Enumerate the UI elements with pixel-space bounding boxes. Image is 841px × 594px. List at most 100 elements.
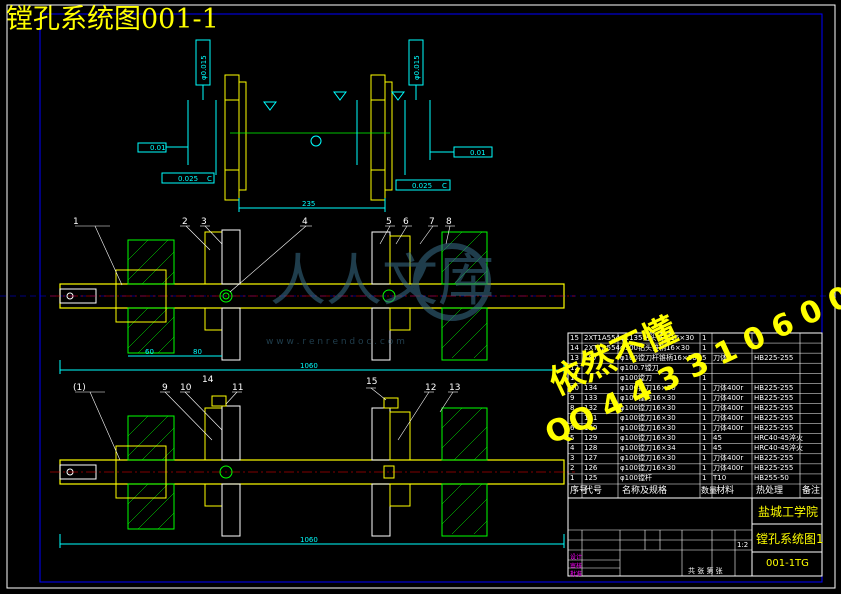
upper-label-5: 5	[386, 217, 392, 227]
bom-cell: φ100镗刀16×30	[620, 383, 676, 392]
bom-header-qty: 数量	[701, 486, 717, 495]
bom-cell: HB255-50	[754, 474, 789, 483]
bom-cell: 1	[702, 444, 707, 453]
bom-cell: φ100镗刀16×30	[620, 403, 676, 412]
label-check: 审核	[570, 563, 583, 570]
upper-dim-80: 80	[193, 348, 202, 356]
inner-frame	[39, 13, 823, 583]
lower-label-9: 9	[162, 383, 168, 393]
top-detail-view: φ0.015 φ0.015 0.01 0.025 C 0.01	[137, 39, 493, 212]
tol-c-right-text: 0.025	[412, 182, 432, 190]
bom-cell: HB225-255	[754, 454, 794, 463]
bom-cell: 45	[713, 434, 722, 443]
bom-cell: 133	[584, 393, 598, 402]
upper-label-4: 4	[302, 217, 308, 227]
upper-label-3: 3	[201, 217, 207, 227]
label-sheets: 共 张 第 张	[688, 567, 723, 575]
bom-cell: 130	[584, 424, 598, 433]
bom-cell: 刀体400r	[713, 454, 744, 463]
bom-header-note: 备注	[802, 486, 821, 496]
bom-cell: 1	[702, 464, 707, 473]
bom-cell: 刀体400r	[713, 383, 744, 392]
bom-cell: 刀体	[713, 353, 727, 362]
outer-frame	[6, 4, 836, 589]
bom-cell: 刀体400r	[713, 424, 744, 433]
bom-cell: 14	[570, 343, 579, 352]
bom-cell: 45	[713, 444, 722, 453]
bom-table	[567, 332, 823, 499]
bom-cell: φ100镗刀16×30	[620, 454, 676, 463]
bom-header-code: 代号	[584, 486, 603, 496]
upper-label-8: 8	[446, 217, 452, 227]
label-approve: 批准	[570, 571, 583, 578]
bom-cell: 1	[702, 434, 707, 443]
bom-cell: HB225-255	[754, 464, 794, 473]
title-block	[567, 497, 823, 577]
tol-left-text: 0.01	[150, 144, 166, 152]
bom-cell: 刀体400r	[713, 464, 744, 473]
bom-cell: 1	[702, 343, 707, 352]
bom-cell: 8	[570, 403, 575, 412]
bom-cell: φ100镗刀杆锥柄16×30	[620, 353, 697, 362]
bom-cell: 刀体400r	[713, 393, 744, 402]
bom-cell: φ100镗刀16×34	[620, 444, 676, 453]
bom-cell: 刀体400r	[713, 403, 744, 412]
upper-total-dim: 1060	[300, 362, 318, 370]
bom-cell: 2XT1A554	[584, 333, 621, 342]
bom-cell: 1	[702, 454, 707, 463]
bom-cell: φ100镗杆	[620, 474, 652, 483]
scale-value: 1:2	[737, 541, 749, 549]
lower-label-12: 12	[425, 383, 436, 393]
bom-cell: 1	[702, 414, 707, 423]
tol-right-text: 0.01	[470, 149, 486, 157]
watermark-site-text: 人人文库	[270, 249, 494, 314]
bom-cell: 7	[570, 414, 575, 423]
upper-main-view: 1 2 3 4 5 6 7 8 60 80 1060	[50, 217, 575, 374]
school-name: 盐城工学院	[758, 505, 819, 519]
bom-cell: 3	[570, 454, 575, 463]
bom-cell: 11	[570, 373, 579, 382]
bom-cell: φ100镗刀16×30	[620, 464, 676, 473]
upper-label-6: 6	[403, 217, 409, 227]
bom-cell: T10	[713, 474, 727, 483]
bom-cell: 2	[570, 464, 575, 473]
bom-cell: 128	[584, 444, 598, 453]
bom-cell: φ100镗刀16×30	[620, 393, 676, 402]
bom-cell: 13	[570, 353, 579, 362]
datum-right-text: C	[442, 182, 447, 190]
bom-cell: φ100镗刀16×30	[620, 434, 676, 443]
bom-cell: 125	[584, 474, 598, 483]
bom-header-name: 名称及规格	[622, 486, 668, 496]
lower-label-15: 15	[366, 377, 377, 387]
bom-cell: 12	[570, 363, 579, 372]
lower-label-1: (1)	[73, 383, 86, 393]
bom-cell: φ100镗刀	[620, 373, 652, 382]
tol-c-left-text: 0.025	[178, 175, 198, 183]
upper-label-1: 1	[73, 217, 79, 227]
bom-cell: 131	[584, 414, 598, 423]
bom-header-material: 材料	[716, 486, 735, 496]
lower-label-10: 10	[180, 383, 192, 393]
upper-label-2: 2	[182, 217, 188, 227]
bom-cell: 1	[702, 363, 707, 372]
bom-cell: HB225-255	[754, 403, 794, 412]
bom-cell: 2XT1A554	[584, 343, 621, 352]
drawing-name: 镗孔系统图1	[756, 532, 824, 546]
label-design: 设计	[570, 554, 583, 561]
bom-cell: 1	[702, 403, 707, 412]
bom-cell: φ100镗刀16×30	[620, 424, 676, 433]
bom-cell: 1	[570, 474, 575, 483]
bom-cell: 1	[702, 393, 707, 402]
lower-label-14: 14	[202, 375, 214, 385]
bom-cell: 126	[584, 464, 598, 473]
upper-label-7: 7	[429, 217, 435, 227]
bom-cell: 5	[702, 353, 707, 362]
bom-cell: HRC40-45淬火	[754, 444, 804, 453]
drawing-title: 镗孔系统图001-1	[6, 4, 219, 35]
bom-cell: 127	[584, 454, 598, 463]
upper-dim-60: 60	[145, 348, 154, 356]
bom-cell: 6	[570, 424, 575, 433]
bom-cell: 9	[570, 393, 575, 402]
